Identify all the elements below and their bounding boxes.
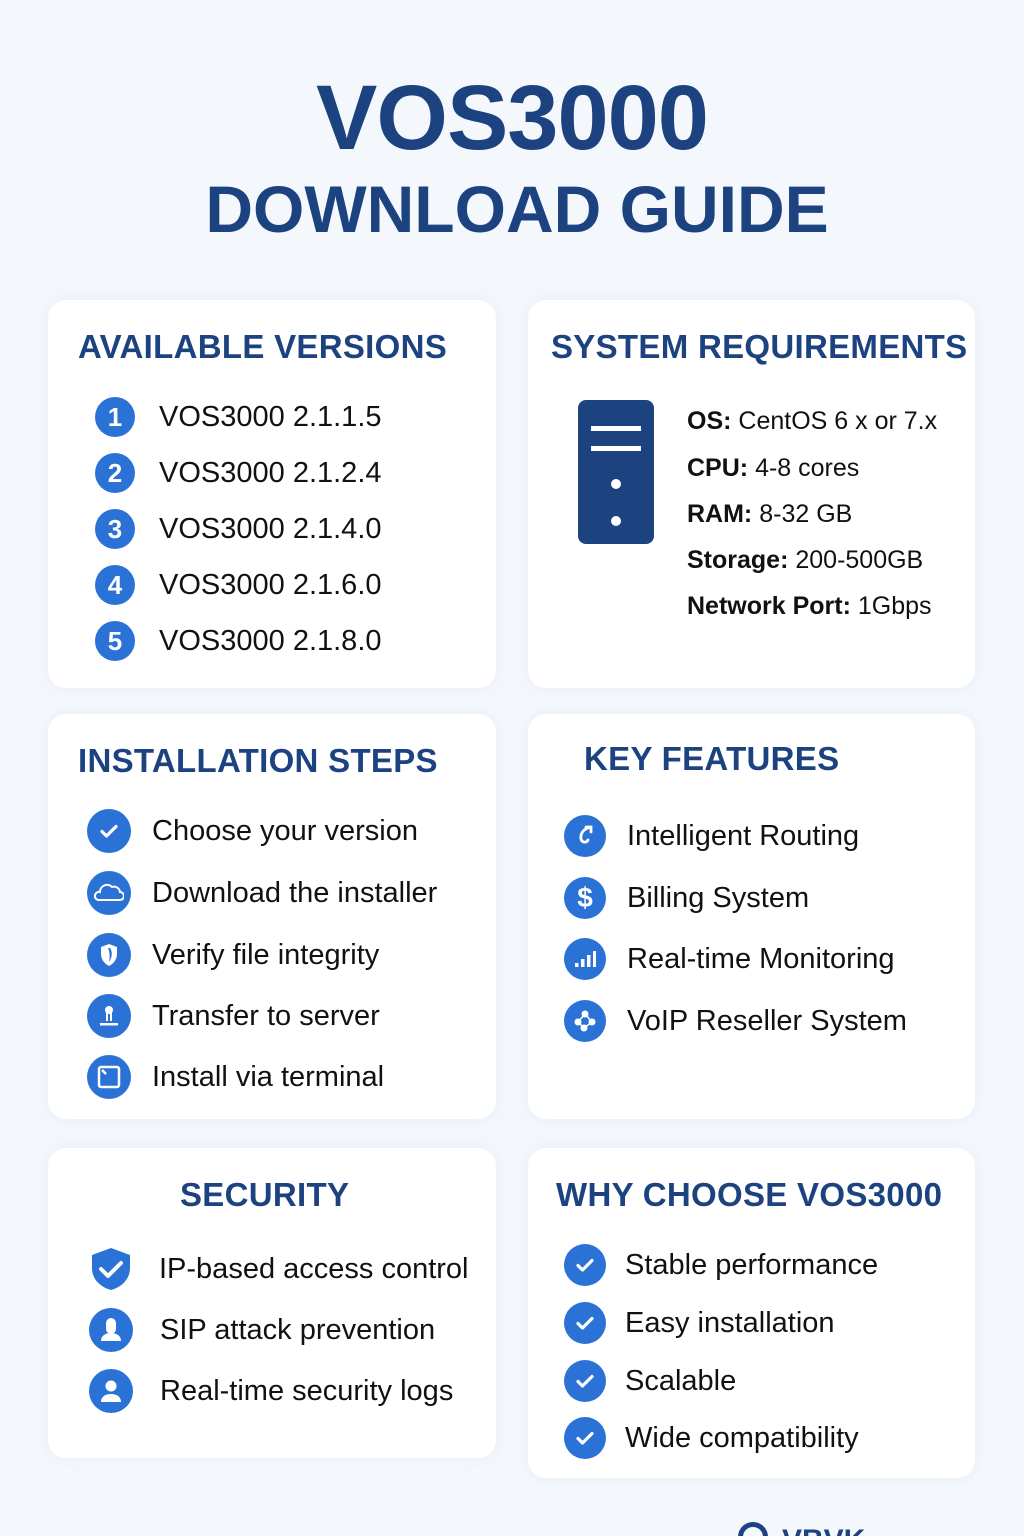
version-item[interactable]: 5 VOS3000 2.1.8.0	[95, 621, 382, 661]
security-label: IP-based access control	[159, 1252, 469, 1285]
security-item: SIP attack prevention	[89, 1308, 435, 1352]
why-label: Scalable	[625, 1364, 737, 1397]
security-label: Real-time security logs	[160, 1374, 454, 1407]
installation-heading: INSTALLATION STEPS	[78, 742, 438, 779]
version-label: VOS3000 2.1.6.0	[159, 568, 382, 601]
security-heading: SECURITY	[180, 1176, 350, 1213]
requirement-network: Network Port: 1Gbps	[687, 592, 932, 620]
upload-icon	[87, 994, 131, 1038]
installation-card: INSTALLATION STEPS Choose your version D…	[48, 714, 496, 1119]
requirements-heading: SYSTEM REQUIREMENTS	[551, 328, 968, 365]
feature-item: Intelligent Routing	[564, 815, 859, 857]
version-label: VOS3000 2.1.8.0	[159, 624, 382, 657]
feature-label: Real-time Monitoring	[627, 942, 895, 975]
page-subtitle: DOWNLOAD GUIDE	[205, 172, 829, 246]
user-shield-icon	[89, 1308, 133, 1352]
check-icon	[564, 1417, 606, 1459]
feature-item: VoIP Reseller System	[564, 1000, 907, 1042]
why-label: Easy installation	[625, 1306, 835, 1339]
check-icon	[564, 1302, 606, 1344]
requirement-ram: RAM: 8-32 GB	[687, 500, 853, 528]
network-icon	[564, 1000, 606, 1042]
logo-icon	[738, 1522, 768, 1536]
why-label: Wide compatibility	[625, 1421, 859, 1454]
step-label: Verify file integrity	[152, 938, 380, 971]
version-item[interactable]: 3 VOS3000 2.1.4.0	[95, 509, 382, 549]
requirement-os: OS: CentOS 6 x or 7.x	[687, 407, 938, 435]
security-card: SECURITY IP-based access control SIP att…	[48, 1148, 496, 1458]
number-4-icon: 4	[95, 565, 135, 605]
number-5-icon: 5	[95, 621, 135, 661]
step-label: Download the installer	[152, 876, 438, 909]
why-card: WHY CHOOSE VOS3000 Stable performance Ea…	[528, 1148, 975, 1478]
why-item: Easy installation	[564, 1302, 835, 1344]
server-tower-icon	[578, 400, 654, 544]
install-step[interactable]: Verify file integrity	[87, 933, 379, 977]
terminal-icon	[87, 1055, 131, 1099]
number-3-icon: 3	[95, 509, 135, 549]
signal-bars-icon	[564, 938, 606, 980]
versions-card: AVAILABLE VERSIONS 1 VOS3000 2.1.1.5 2 V…	[48, 300, 496, 688]
version-item[interactable]: 2 VOS3000 2.1.2.4	[95, 453, 382, 493]
features-card: KEY FEATURES Intelligent Routing $ Billi…	[528, 714, 975, 1119]
version-label: VOS3000 2.1.4.0	[159, 512, 382, 545]
versions-heading: AVAILABLE VERSIONS	[78, 328, 448, 365]
step-label: Install via terminal	[152, 1060, 385, 1093]
why-heading: WHY CHOOSE VOS3000	[556, 1176, 943, 1213]
security-item: Real-time security logs	[89, 1369, 453, 1413]
routing-arrow-icon	[564, 815, 606, 857]
version-label: VOS3000 2.1.1.5	[159, 400, 382, 433]
version-item[interactable]: 4 VOS3000 2.1.6.0	[95, 565, 382, 605]
page-title: VOS3000	[316, 67, 709, 169]
shield-icon	[87, 933, 131, 977]
check-icon	[87, 809, 131, 853]
why-item: Wide compatibility	[564, 1417, 859, 1459]
feature-label: Billing System	[627, 881, 810, 914]
why-item: Stable performance	[564, 1244, 878, 1286]
feature-label: Intelligent Routing	[627, 819, 860, 852]
security-label: SIP attack prevention	[160, 1313, 436, 1346]
why-item: Scalable	[564, 1360, 736, 1402]
feature-label: VoIP Reseller System	[627, 1004, 907, 1037]
install-step[interactable]: Install via terminal	[87, 1055, 384, 1099]
step-label: Transfer to server	[152, 999, 380, 1032]
number-1-icon: 1	[95, 397, 135, 437]
check-icon	[564, 1244, 606, 1286]
cloud-icon	[87, 871, 131, 915]
feature-item: Real-time Monitoring	[564, 938, 895, 980]
requirement-storage: Storage: 200-500GB	[687, 546, 924, 574]
requirement-cpu: CPU: 4-8 cores	[687, 454, 860, 482]
version-label: VOS3000 2.1.2.4	[159, 456, 382, 489]
features-heading: KEY FEATURES	[584, 740, 840, 777]
footer-logo-text: VBVK	[782, 1524, 865, 1536]
why-label: Stable performance	[625, 1248, 879, 1281]
version-item[interactable]: 1 VOS3000 2.1.1.5	[95, 397, 382, 437]
security-item: IP-based access control	[88, 1246, 468, 1292]
feature-item: $ Billing System	[564, 877, 809, 919]
step-label: Choose your version	[152, 814, 418, 847]
install-step[interactable]: Transfer to server	[87, 994, 380, 1038]
shield-check-icon	[88, 1246, 134, 1292]
user-icon	[89, 1369, 133, 1413]
dollar-icon: $	[564, 877, 606, 919]
check-icon	[564, 1360, 606, 1402]
requirements-card: SYSTEM REQUIREMENTS OS: CentOS 6 x or 7.…	[528, 300, 975, 688]
install-step[interactable]: Choose your version	[87, 809, 418, 853]
number-2-icon: 2	[95, 453, 135, 493]
install-step[interactable]: Download the installer	[87, 871, 437, 915]
